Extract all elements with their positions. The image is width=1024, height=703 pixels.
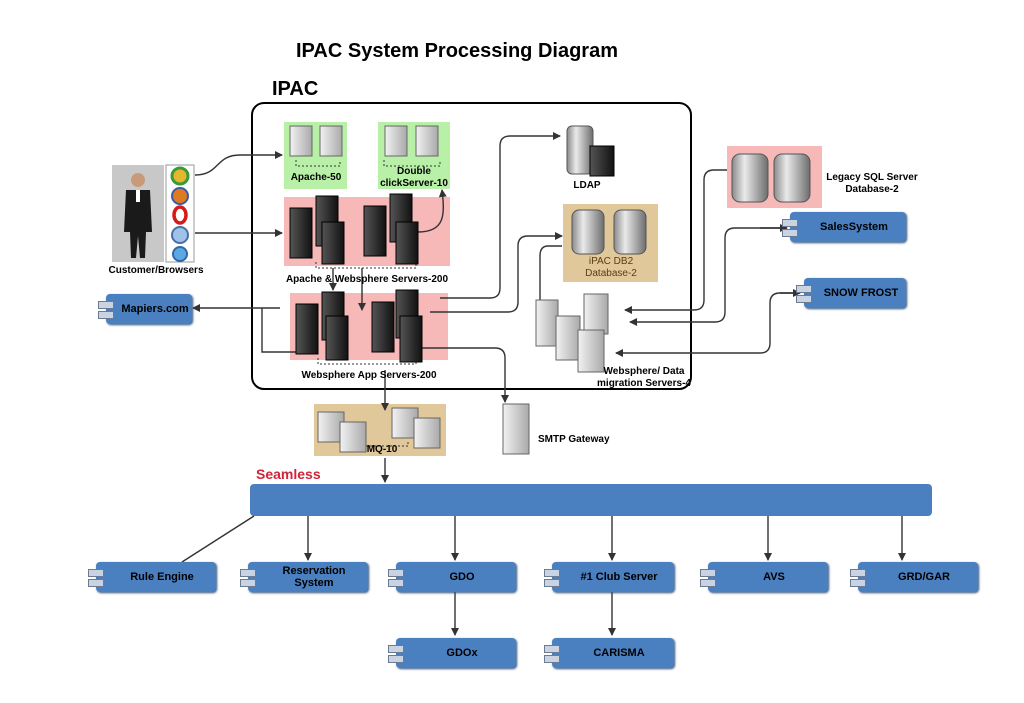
gdox-label: GDOx	[446, 647, 478, 659]
carisma-component[interactable]: CARISMA	[544, 638, 674, 668]
avs-label: AVS	[763, 571, 785, 583]
link-apache-ws-doubleclick	[417, 189, 447, 233]
customer-label: Customer/Browsers	[108, 265, 204, 276]
doubleclick-label: Double clickServer-10	[380, 166, 448, 189]
ldap-database	[566, 125, 615, 177]
link-snow-wsdata	[615, 292, 800, 357]
mq-label: MQ-10	[366, 444, 398, 455]
ws-data-servers	[535, 293, 609, 373]
smtp-server	[502, 403, 530, 455]
link-legacy-wsdata	[624, 169, 727, 314]
snow-frost-component[interactable]: SNOW FROST	[796, 278, 906, 308]
ie-icon	[172, 246, 188, 262]
gdox-component[interactable]: GDOx	[388, 638, 516, 668]
link-mapiers-wsapp	[261, 308, 300, 353]
grd-gar-label: GRD/GAR	[898, 571, 950, 583]
ipac-db2-label: iPAC DB2 Database-2	[585, 256, 637, 279]
ws-data-label: Websphere/ Data migration Servers-4	[597, 366, 691, 389]
club-server-component[interactable]: #1 Club Server	[544, 562, 674, 592]
ws-app-servers	[295, 289, 423, 363]
seamless-bus	[250, 484, 932, 516]
apache-ws-servers	[289, 193, 419, 265]
link-wsapp-ldap	[440, 132, 561, 299]
legacy-sql-database	[731, 153, 811, 203]
club-server-label: #1 Club Server	[580, 571, 658, 583]
ipac-boundary	[251, 102, 692, 390]
ipac-label: IPAC	[272, 78, 319, 100]
ldap-label: LDAP	[573, 180, 601, 191]
sales-system-label: SalesSystem	[820, 221, 888, 233]
gdo-label: GDO	[449, 571, 475, 583]
doubleclick-servers	[384, 125, 439, 157]
rule-engine-component[interactable]: Rule Engine	[88, 562, 216, 592]
snow-frost-label: SNOW FROST	[823, 287, 899, 299]
opera-icon	[172, 205, 188, 225]
carisma-label: CARISMA	[593, 647, 645, 659]
ws-app-label: Websphere App Servers-200	[301, 370, 437, 381]
ipac-db2-database	[571, 209, 647, 255]
apache-ws-label: Apache & Websphere Servers-200	[285, 274, 449, 285]
gdo-component[interactable]: GDO	[388, 562, 516, 592]
chrome-icon	[170, 166, 190, 186]
smtp-label: SMTP Gateway	[538, 434, 610, 445]
seamless-label: Seamless	[256, 466, 321, 482]
sales-system-component[interactable]: SalesSystem	[782, 212, 906, 242]
link-wsapp-smtp	[420, 347, 509, 403]
link-wsapp-db2	[430, 232, 563, 313]
safari-icon	[171, 226, 189, 244]
reservation-system-component[interactable]: Reservation System	[240, 562, 368, 592]
link-browser-apache	[194, 151, 283, 176]
customer-figure	[112, 165, 164, 262]
connectors	[181, 132, 906, 636]
browser-icons	[165, 164, 195, 263]
mq-servers	[317, 407, 441, 453]
grd-gar-component[interactable]: GRD/GAR	[850, 562, 978, 592]
apache-servers	[289, 125, 343, 157]
apache-label: Apache-50	[290, 172, 342, 183]
link-db2-wsdata	[539, 245, 562, 300]
link-sales-wsdata	[629, 227, 785, 326]
firefox-icon	[171, 187, 189, 205]
mapiers-label: Mapiers.com	[121, 303, 189, 315]
page-title: IPAC System Processing Diagram	[296, 40, 618, 62]
reservation-system-label: Reservation System	[282, 565, 346, 589]
rule-engine-label: Rule Engine	[130, 571, 194, 583]
legacy-sql-label: Legacy SQL Server Database-2	[826, 172, 918, 195]
avs-component[interactable]: AVS	[700, 562, 828, 592]
link-bus-rule	[181, 515, 255, 563]
mapiers-component[interactable]: Mapiers.com	[98, 294, 192, 324]
